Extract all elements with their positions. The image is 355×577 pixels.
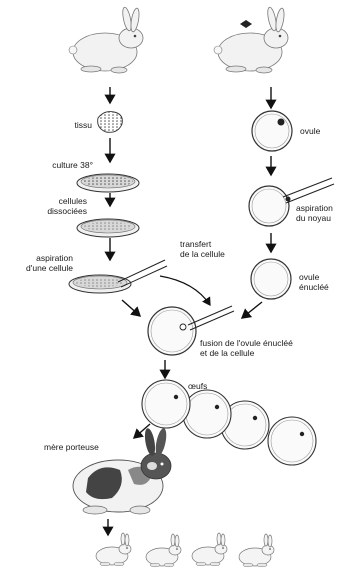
offspring-rabbit (146, 534, 181, 567)
offspring-rabbit (239, 534, 274, 567)
label-transfert: transfert de la cellule (180, 239, 225, 259)
label-cellules: cellules dissociées (47, 196, 87, 216)
bow-icon (240, 20, 252, 28)
label-fusion: fusion de l'ovule énucléé et de la cellu… (200, 338, 293, 358)
arrow (122, 300, 140, 316)
label-oeufs: œufs (188, 381, 207, 391)
dissociated-cells-dish (77, 219, 139, 237)
offspring-rabbits (96, 533, 274, 567)
eggs (142, 380, 316, 465)
donor-rabbit (69, 7, 143, 73)
label-culture: culture 38° (52, 160, 93, 170)
egg (142, 380, 190, 428)
arrow (242, 302, 262, 318)
transfer-arrow (160, 276, 210, 305)
offspring-rabbit (192, 533, 227, 566)
enucleated-ovule-cell (251, 259, 291, 299)
label-mere-porteuse: mère porteuse (44, 442, 99, 452)
egg (268, 417, 316, 465)
egg (183, 390, 231, 438)
oocyte-donor-rabbit (214, 7, 288, 73)
label-aspiration-noyau: aspiration du noyau (296, 203, 333, 223)
label-aspiration-cellule: aspiration d'une cellule (26, 253, 73, 273)
label-tissu: tissu (75, 120, 92, 130)
ovule-cell (252, 111, 292, 151)
surrogate-mother-rabbit (73, 427, 171, 514)
offspring-rabbit (96, 533, 131, 566)
label-ovule-enucle: ovule énucléé (299, 272, 329, 292)
cell-aspiration-dish (69, 260, 167, 293)
culture-dish (77, 174, 139, 192)
label-ovule: ovule (300, 126, 320, 136)
tissue-sample (98, 112, 123, 133)
